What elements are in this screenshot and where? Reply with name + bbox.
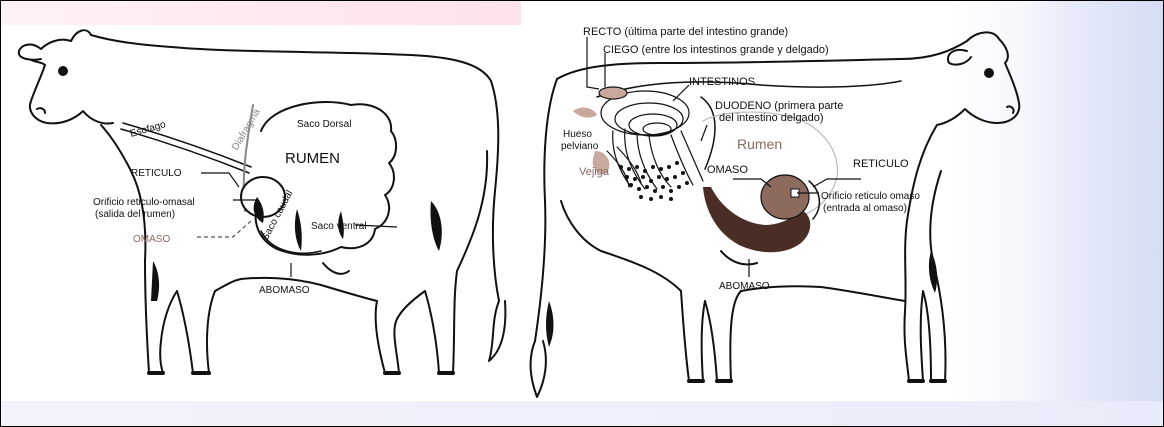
right-label-hueso-1: Hueso <box>563 129 592 140</box>
left-cow-udder <box>323 263 349 274</box>
left-cow-tail-tip <box>489 301 505 361</box>
right-cow-patch-2 <box>546 301 554 347</box>
left-cow-tail <box>491 81 499 301</box>
right-cow <box>531 32 1020 397</box>
left-label-orificio-2: (salida del rumen) <box>95 209 175 220</box>
left-cow-front-leg <box>101 125 215 373</box>
right-cow-front-leg <box>904 125 945 381</box>
left-label-rumen: RUMEN <box>285 150 340 167</box>
right-label-ciego: CIEGO (entre los intestinos grande y del… <box>603 44 829 56</box>
right-cow-rear-leg <box>561 201 741 381</box>
right-cow-udder <box>721 251 757 265</box>
right-label-orificio-2: (entrada al omaso) <box>823 203 907 214</box>
right-intestine-mass <box>619 161 689 201</box>
right-cow-ear <box>948 50 971 65</box>
left-label-reticulo: RETICULO <box>131 168 182 179</box>
right-label-intestinos: INTESTINOS <box>689 76 755 88</box>
right-label-recto: RECTO (última parte del intestino grande… <box>583 26 788 38</box>
left-label-omaso: OMASO <box>133 234 170 245</box>
right-label-duodeno-2: del intestino delgado) <box>719 112 824 124</box>
left-cow-ear <box>19 45 41 60</box>
right-pelvic-bone <box>573 108 597 118</box>
right-intestine-coils <box>601 91 703 189</box>
left-label-saco-dorsal: Saco Dorsal <box>297 119 351 130</box>
right-cow-tail <box>535 79 557 341</box>
right-label-hueso-2: pelviano <box>561 141 599 152</box>
left-cow <box>19 30 506 373</box>
left-label-abomaso: ABOMASO <box>259 285 310 296</box>
left-cow-eye <box>59 67 67 75</box>
right-cow-tail-tip <box>531 341 546 397</box>
right-label-vejiga: Vejiga <box>579 166 610 178</box>
left-cow-nostril <box>37 108 45 113</box>
right-omasum <box>761 175 809 219</box>
right-cecum <box>599 87 627 99</box>
left-cow-patch-2 <box>430 201 441 251</box>
right-label-reticulo: RETICULO <box>853 158 909 170</box>
right-cow-patch-1 <box>929 251 937 293</box>
right-label-duodeno-1: DUODENO (primera parte <box>715 100 843 112</box>
right-label-rumen: Rumen <box>737 136 782 152</box>
right-duodenum-line <box>701 97 715 169</box>
right-label-orificio-1: Orificio reticulo omaso <box>821 191 920 202</box>
left-cow-horn <box>71 30 91 41</box>
left-cow-patch-1 <box>151 261 159 301</box>
left-label-orificio-1: Orificio reticulo-omasal <box>93 197 195 208</box>
left-labels: Esofago Diafragma Saco Dorsal RUMEN RETI… <box>93 107 367 296</box>
left-cow-back <box>91 35 491 81</box>
right-label-abomaso: ABOMASO <box>719 281 770 292</box>
right-label-omaso: OMASO <box>707 164 748 176</box>
right-cow-head <box>937 32 1019 125</box>
right-cow-nostril <box>1007 106 1014 113</box>
left-caudal-sac-black <box>295 209 302 251</box>
right-cow-eye <box>985 69 993 77</box>
left-label-saco-ventral: Saco ventral <box>311 221 367 232</box>
